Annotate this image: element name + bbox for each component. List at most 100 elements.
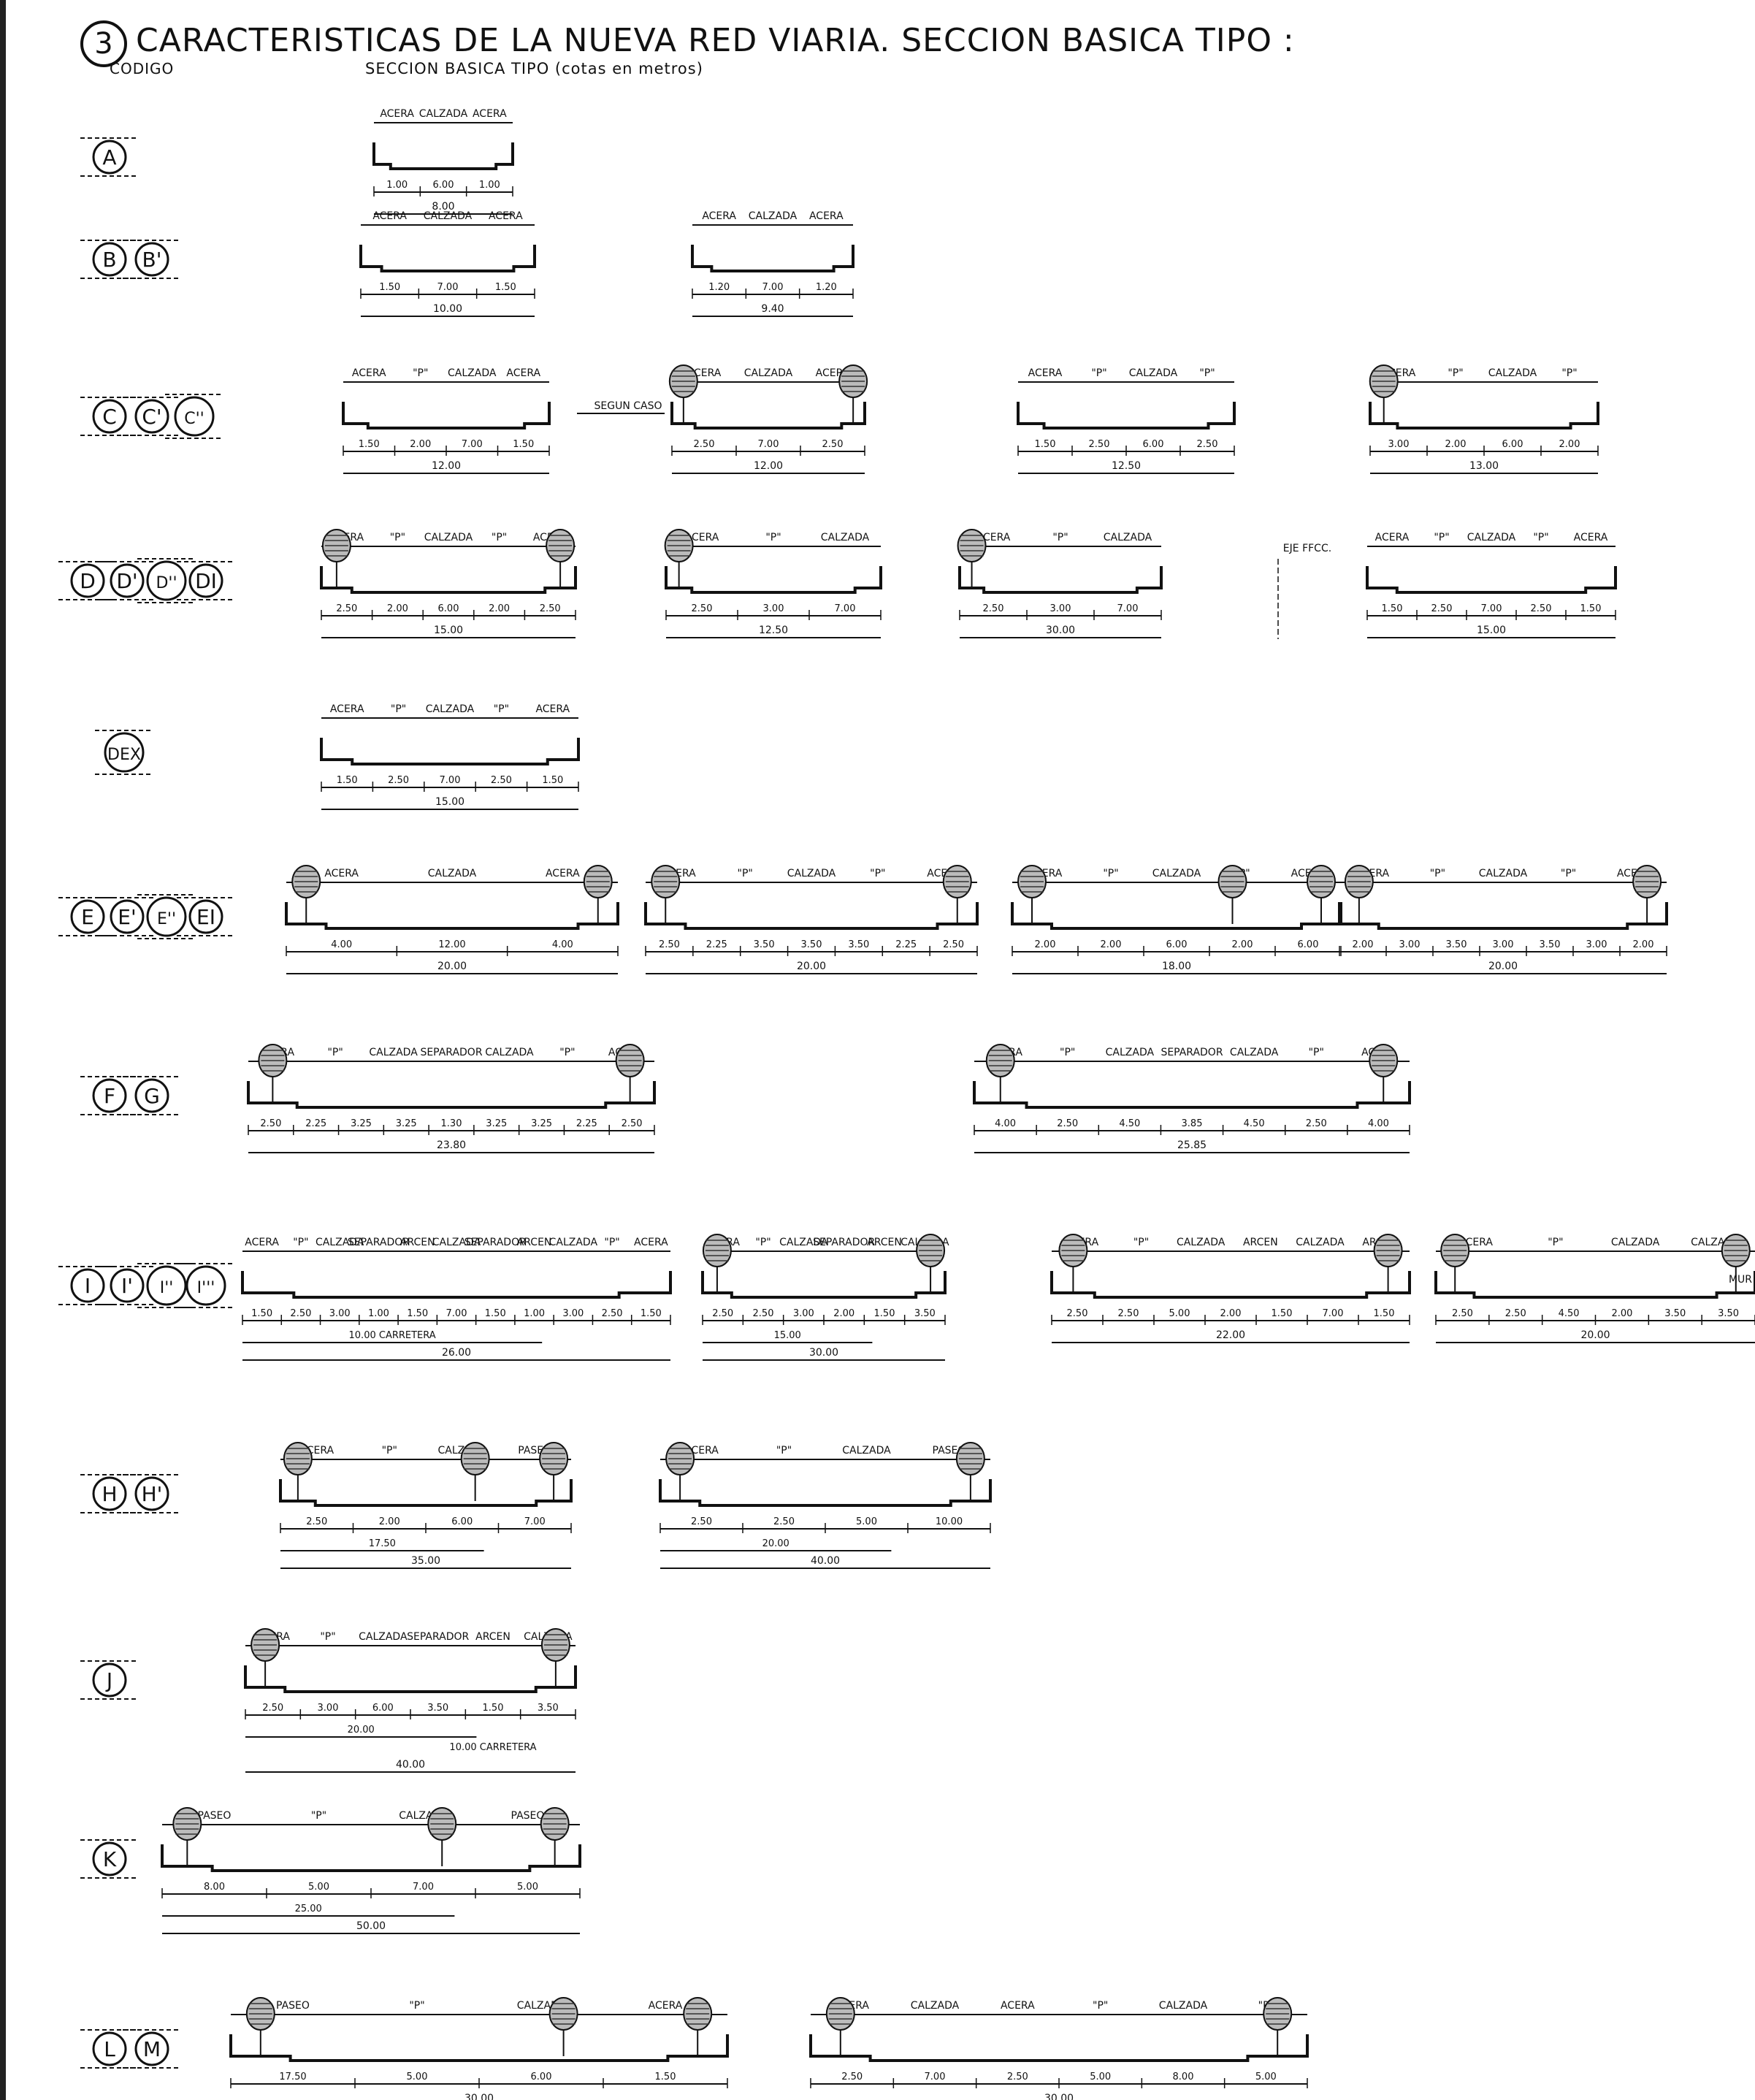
tree-symbol — [540, 1807, 570, 1866]
road-profile — [665, 566, 882, 594]
dimension-value: 3.50 — [1540, 939, 1561, 950]
cross-section-r11-s1: ACERACALZADAACERA"P"CALZADA"P"2.507.002.… — [809, 1997, 1309, 2100]
zone-label: ARCEN — [1243, 1237, 1278, 1248]
zone-label: "P" — [327, 1047, 343, 1058]
total-value: 30.00 — [809, 1347, 838, 1359]
zone-label: SEPARADOR — [464, 1237, 527, 1248]
tree-symbol — [548, 1997, 578, 2056]
dimension-value: 3.00 — [329, 1308, 351, 1319]
subtotal-value: 25.00 — [295, 1904, 322, 1914]
dimension-value: 2.25 — [576, 1118, 597, 1129]
tree-symbol — [1721, 1234, 1751, 1293]
code-circle — [186, 1265, 226, 1306]
dimension-value: 2.50 — [290, 1308, 311, 1319]
code-circle — [92, 399, 127, 434]
cross-section-r7-s0: ACERA"P"CALZADASEPARADORARCENCALZADASEPA… — [241, 1237, 672, 1361]
dimension-value: 1.50 — [1035, 439, 1056, 450]
tree-symbol — [668, 364, 698, 424]
zone-label: CALZADA — [485, 1047, 534, 1058]
zone-label: CALZADA — [911, 2000, 960, 2012]
dimension-value: 1.00 — [386, 180, 408, 191]
page-title: CARACTERISTICAS DE LA NUEVA RED VIARIA. … — [136, 22, 1295, 59]
dimension-value: 4.50 — [1244, 1118, 1265, 1129]
tree-symbol — [321, 529, 351, 588]
code-badge-h: H — [80, 1474, 139, 1513]
code-circle — [146, 560, 187, 601]
dimension-value: 3.00 — [1399, 939, 1421, 950]
code-label: H — [102, 1482, 117, 1506]
code-label: E — [81, 905, 94, 929]
zone-label: "P" — [604, 1237, 619, 1248]
code-circle — [134, 399, 169, 434]
dimension-value: 2.50 — [773, 1516, 795, 1527]
dimension-value: 3.50 — [1446, 939, 1467, 950]
zone-label: ACERA — [649, 2000, 683, 2012]
dimension-value: 2.00 — [833, 1308, 854, 1319]
tree-symbol — [916, 1234, 946, 1293]
total-value: 40.00 — [811, 1555, 840, 1567]
zone-label: ACERA — [1574, 532, 1608, 543]
code-label: C' — [142, 405, 161, 429]
cross-section-r9-s0: ACERA"P"CALZADASEPARADORARCENCALZADA2.50… — [244, 1628, 577, 1773]
zone-label: CALZADA — [1104, 532, 1152, 543]
dimension-value: 2.50 — [983, 603, 1004, 614]
dimension-value: 3.25 — [396, 1118, 417, 1129]
total-value: 12.50 — [759, 625, 788, 636]
code-label: H' — [142, 1482, 163, 1506]
tree-symbol — [615, 1044, 645, 1103]
total-value: 15.00 — [434, 625, 463, 636]
dimension-value: 7.00 — [1481, 603, 1502, 614]
tree-symbol — [546, 529, 576, 588]
total-value: 40.00 — [396, 1759, 425, 1771]
code-badge-a: A — [80, 137, 139, 177]
zone-label: "P" — [293, 1237, 308, 1248]
code-badge-b: B — [80, 240, 139, 279]
dimension-value: 3.50 — [754, 939, 775, 950]
code-circle — [134, 1078, 169, 1113]
code-circle — [92, 1476, 127, 1511]
zone-label: ACERA — [535, 703, 570, 715]
dimension-value: 6.00 — [1298, 939, 1319, 950]
code-circle — [146, 896, 187, 937]
dimension-value: 4.50 — [1559, 1308, 1580, 1319]
dimension-value: 5.00 — [308, 1882, 329, 1893]
dimension-value: 4.50 — [1119, 1118, 1140, 1129]
cut-label: MUR — [1729, 1274, 1752, 1286]
total-value: 18.00 — [1162, 961, 1191, 972]
tree-symbol — [283, 1442, 313, 1501]
tree-symbol — [838, 364, 868, 424]
code-circle — [92, 242, 127, 277]
dimension-value: 2.50 — [622, 1118, 643, 1129]
zone-label: "P" — [320, 1631, 335, 1643]
total-value: 35.00 — [411, 1555, 440, 1567]
cross-section-r5-s2: ACERA"P"CALZADA"P"ACERA2.002.006.002.006… — [1011, 865, 1342, 974]
dimension-value: 2.25 — [895, 939, 917, 950]
dimension-value: 2.25 — [706, 939, 727, 950]
tree-symbol — [651, 865, 681, 924]
dimension-value: 3.50 — [801, 939, 822, 950]
zone-label: CALZADA — [787, 868, 836, 879]
road-profile — [372, 142, 514, 170]
code-badge-ippp: I''' — [177, 1263, 235, 1308]
dimension-value: 7.00 — [524, 1516, 546, 1527]
total-value: 15.00 — [435, 796, 464, 808]
code-label: DEX — [107, 746, 141, 764]
zone-label: CALZADA — [1159, 2000, 1208, 2012]
tree-symbol — [251, 1628, 280, 1687]
dimension-value: 2.50 — [336, 603, 357, 614]
dimension-value: 6.00 — [451, 1516, 473, 1527]
zone-label: "P" — [1091, 367, 1106, 379]
code-badge-l: L — [80, 2029, 139, 2069]
dimension-value: 2.00 — [1633, 939, 1654, 950]
dimension-value: 3.00 — [793, 1308, 814, 1319]
total-value: 20.00 — [1488, 961, 1518, 972]
zone-label: ACERA — [702, 210, 736, 222]
zone-label: ACERA — [1375, 532, 1410, 543]
tree-symbol — [1440, 1234, 1470, 1293]
dimension-value: 5.00 — [856, 1516, 877, 1527]
